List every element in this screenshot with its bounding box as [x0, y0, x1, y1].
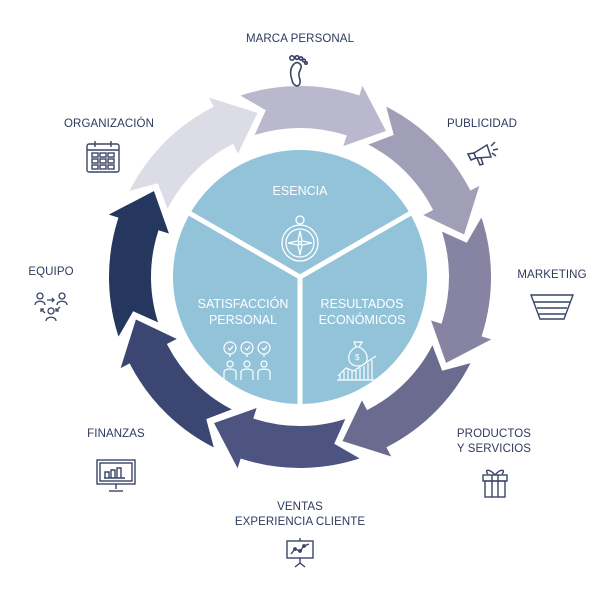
cycle-arrow-ventas: [208, 401, 370, 479]
cycle-arrow-productos: [336, 335, 478, 464]
cycle-arrow-equipo: [98, 185, 176, 347]
core-label-satisfaccion: SATISFACCIÓN PERSONAL: [198, 296, 289, 328]
label-productos-servicios: PRODUCTOS Y SERVICIOS: [457, 427, 531, 457]
funnel-icon: [529, 293, 575, 321]
megaphone-icon: [465, 140, 499, 168]
compass-icon: [280, 214, 320, 264]
label-marketing: MARKETING: [517, 269, 587, 281]
people-approval-icon: [222, 340, 272, 382]
core-label-esencia: ESENCIA: [272, 184, 328, 198]
core-divider: [298, 210, 413, 280]
core-divider: [187, 210, 302, 280]
label-organizacion: ORGANIZACIÓN: [63, 118, 155, 130]
gift-icon: [481, 466, 509, 498]
label-ventas-experiencia: VENTAS EXPERIENCIA CLIENTE: [235, 500, 365, 530]
label-equipo: EQUIPO: [28, 266, 74, 278]
label-finanzas: FINANZAS: [87, 428, 145, 440]
cycle-arrow-marketing: [424, 207, 502, 369]
cycle-arrow-finanzas: [113, 313, 242, 455]
cycle-arrow-publicidad: [358, 99, 487, 241]
core-label-line: RESULTADOS: [320, 297, 404, 311]
label-line: EXPERIENCIA CLIENTE: [234, 516, 366, 528]
svg-text:$: $: [355, 353, 360, 362]
monitor-chart-icon: [95, 458, 137, 494]
cycle-arrow-organizacion: [122, 90, 264, 219]
label-marca-personal: MARCA PERSONAL: [245, 33, 355, 45]
label-line: VENTAS: [277, 501, 323, 513]
label-publicidad: PUBLICIDAD: [446, 118, 518, 130]
calendar-icon: [85, 140, 121, 174]
core-label-line: PERSONAL: [208, 313, 278, 327]
cycle-arrow-marca: [230, 75, 392, 153]
team-icon: [33, 291, 69, 323]
label-line: Y SERVICIOS: [456, 443, 532, 455]
core-label-line: ECONÓMICOS: [318, 313, 406, 327]
core-label-line: SATISFACCIÓN: [197, 297, 289, 311]
core-label-resultados: RESULTADOS ECONÓMICOS: [319, 296, 406, 328]
presentation-chart-icon: [285, 538, 315, 568]
money-bag-growth-icon: $: [336, 338, 380, 382]
label-line: PRODUCTOS: [456, 428, 532, 440]
footprint-icon: [287, 54, 311, 90]
